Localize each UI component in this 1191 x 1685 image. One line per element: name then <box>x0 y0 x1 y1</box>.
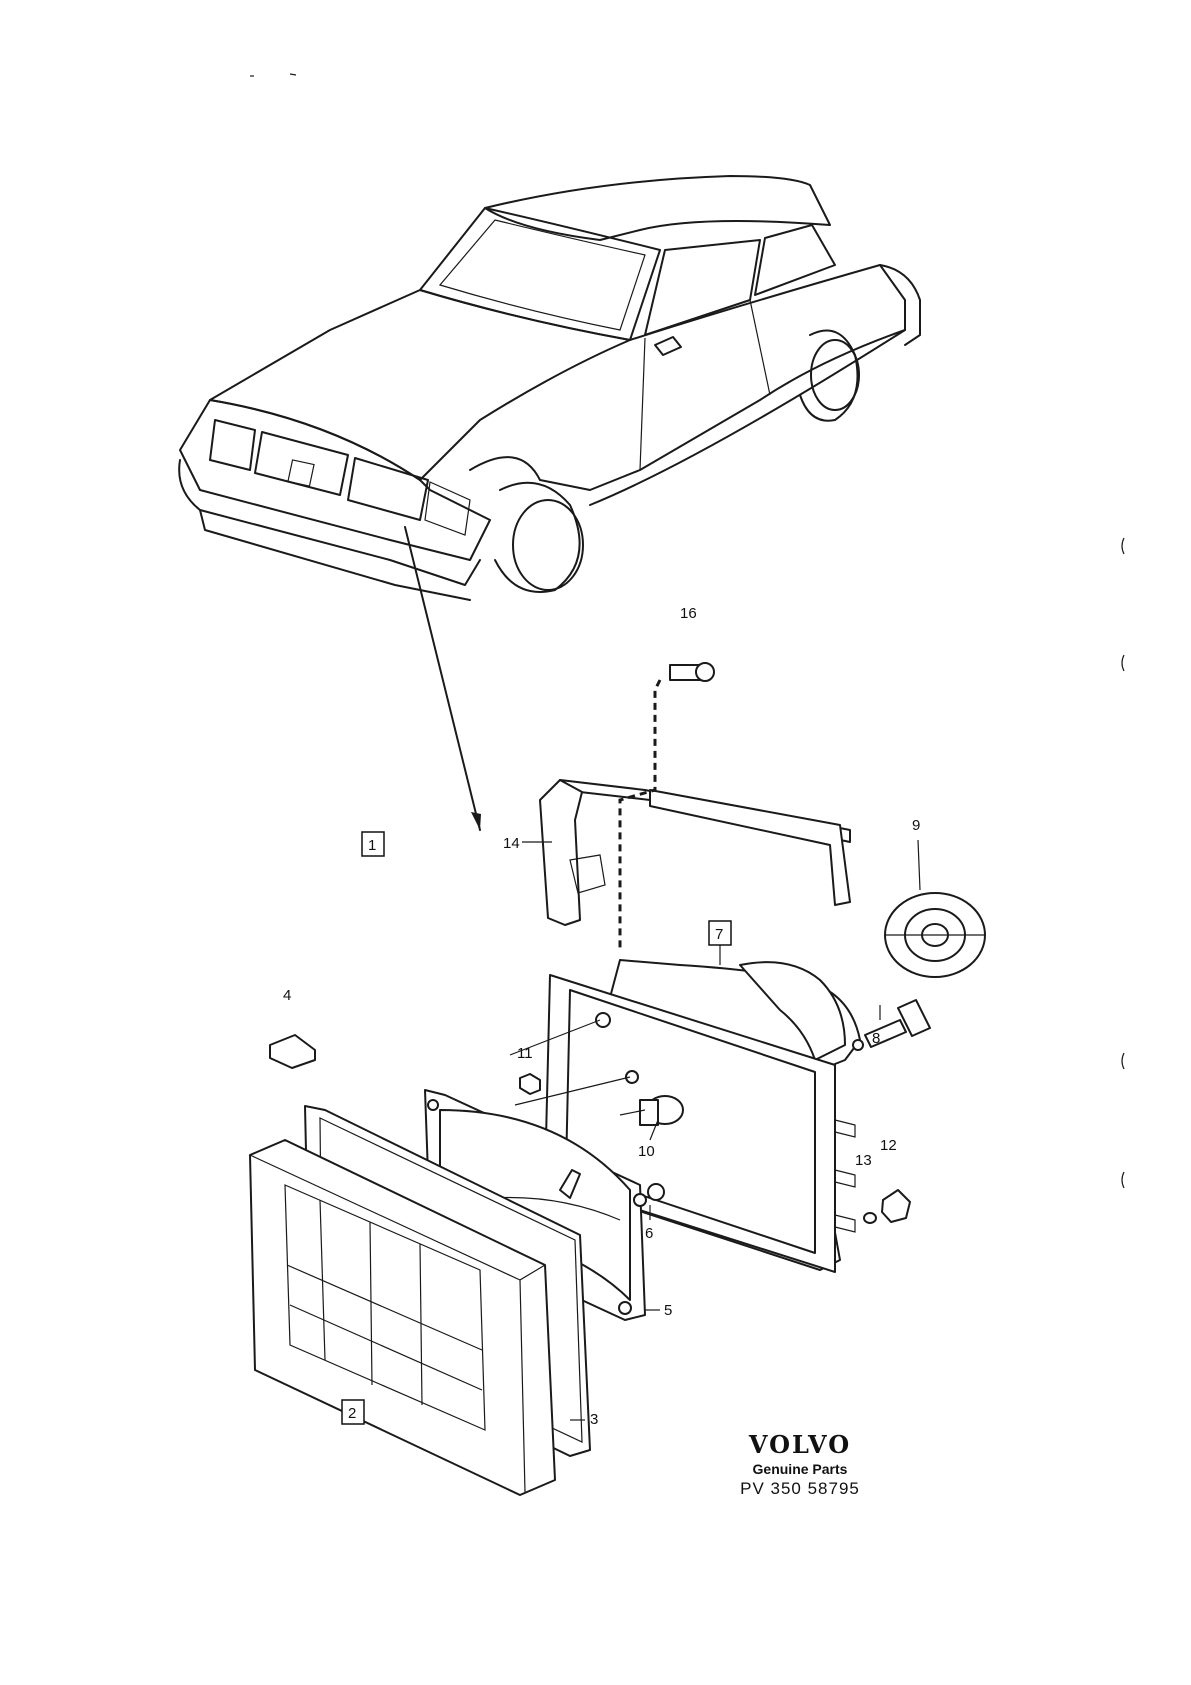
callout-box-7 <box>708 920 732 946</box>
callouts: 1 2 3 4 5 6 7 8 9 10 11 12 13 14 16 <box>283 605 920 1428</box>
callout-box-2 <box>341 1399 365 1425</box>
callout-12: 12 <box>880 1137 897 1154</box>
callout-7: 7 <box>715 926 723 943</box>
callout-13: 13 <box>855 1152 872 1169</box>
callout-11: 11 <box>517 1045 533 1062</box>
adjuster-part-8 <box>852 999 931 1051</box>
callout-3: 3 <box>590 1411 598 1428</box>
callout-16: 16 <box>680 605 697 622</box>
diagram-code: PV 350 58795 <box>740 1479 860 1498</box>
nut-part-12 <box>881 1189 911 1223</box>
callout-box-1 <box>361 831 385 857</box>
car-illustration <box>178 175 921 831</box>
nut-part-11 <box>519 1073 541 1095</box>
margin-marks <box>250 73 1125 1189</box>
screw-guide-line <box>618 679 662 950</box>
spring-part-6 <box>647 1183 665 1201</box>
brand-logo: VOLVO <box>748 1430 852 1459</box>
footer-brand: VOLVO Genuine Parts PV 350 58795 <box>720 1430 880 1499</box>
callout-9: 9 <box>912 817 920 834</box>
mounting-frame-part-14 <box>539 779 851 926</box>
callout-14: 14 <box>503 835 520 852</box>
callout-6: 6 <box>645 1225 653 1242</box>
brand-subtitle: Genuine Parts <box>752 1461 848 1477</box>
callout-1: 1 <box>368 837 376 854</box>
callout-4: 4 <box>283 987 291 1004</box>
reflector-part-5 <box>424 1089 647 1321</box>
leader-lines <box>522 839 921 1421</box>
bulb-holder-part-9 <box>884 892 986 978</box>
lens-part-2 <box>249 1139 556 1496</box>
callout-10: 10 <box>638 1143 655 1160</box>
callout-2: 2 <box>348 1405 356 1422</box>
callout-5: 5 <box>664 1302 672 1319</box>
callout-8: 8 <box>872 1030 880 1047</box>
washer-part-13 <box>863 1212 877 1224</box>
screw-part-16 <box>669 662 715 682</box>
clip-part-4 <box>269 1034 316 1069</box>
